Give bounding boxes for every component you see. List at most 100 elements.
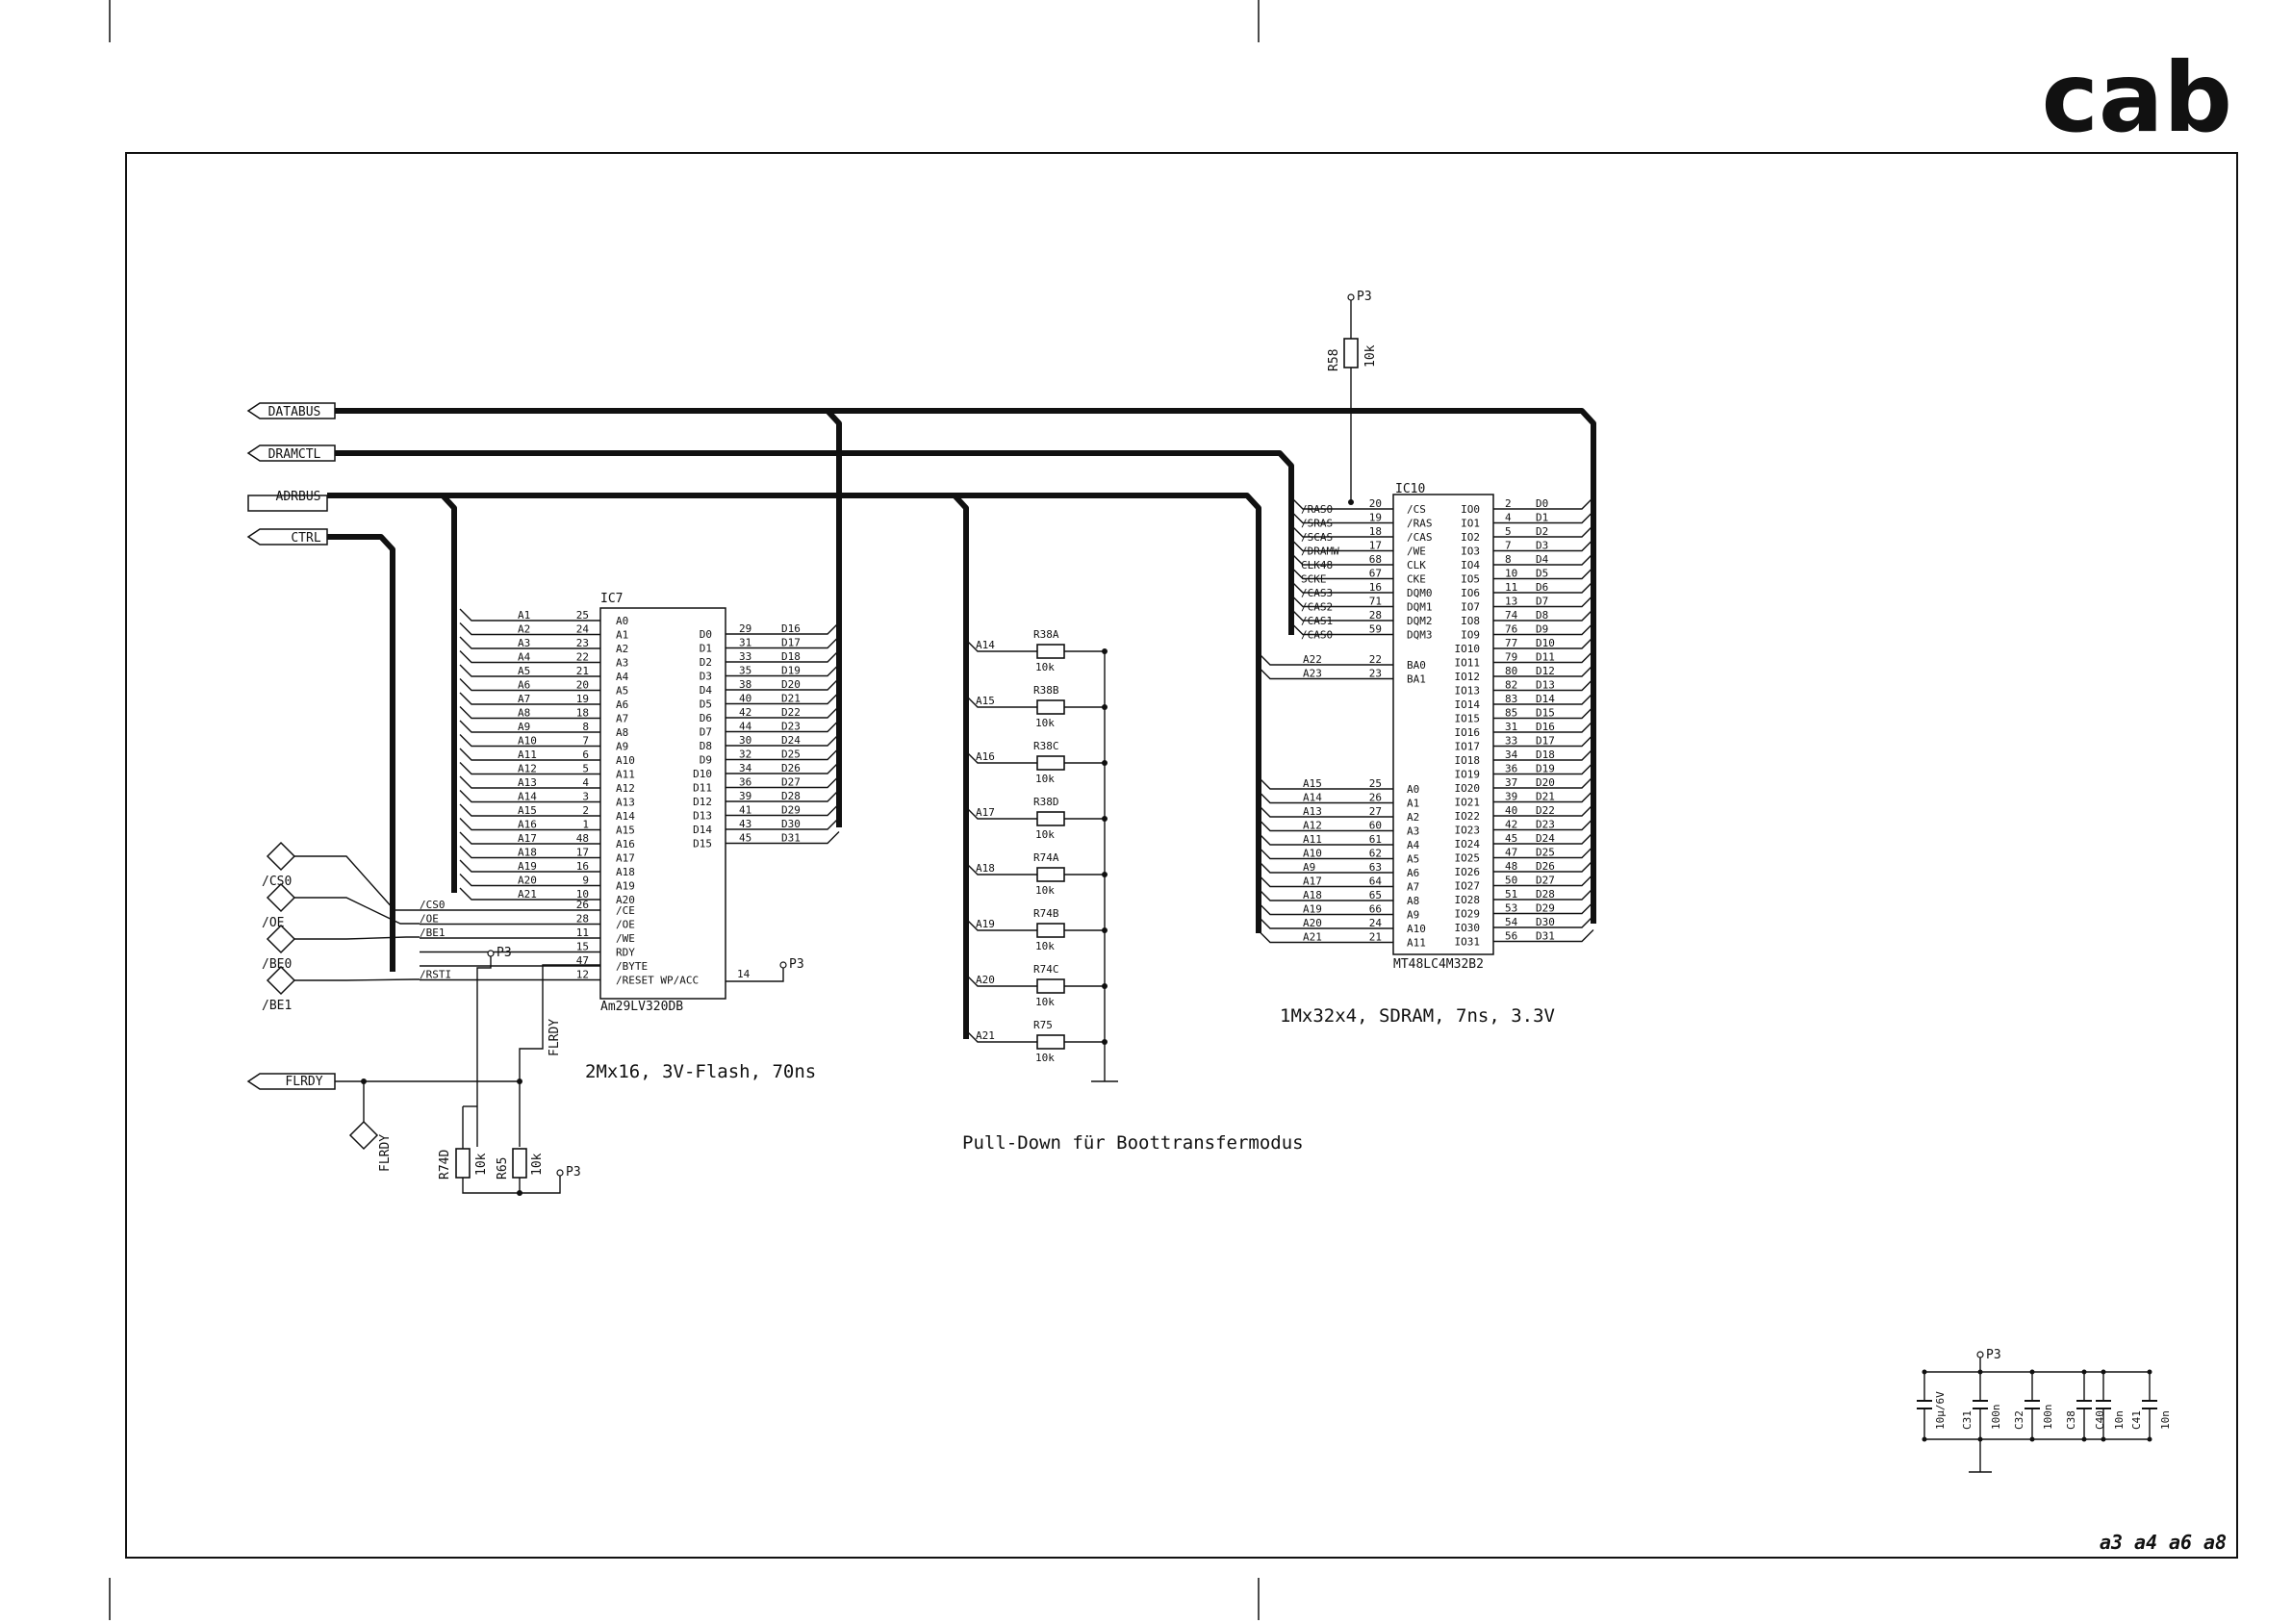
pulldown-resistor [1036,755,1065,771]
wire [726,720,840,733]
ic7-addr-net: A11 [518,749,537,761]
ic10-sdram [1392,494,1494,955]
ic10-io-net: D6 [1536,581,1548,594]
ic10-io-net: D29 [1536,902,1555,915]
pulldown-resistor [1036,644,1065,659]
ic7-addr-net: A19 [518,860,537,873]
pulldown-net: A14 [976,639,995,651]
wire [459,720,600,733]
ic7-addr-pin-name: A18 [616,866,635,878]
wire [1493,748,1594,761]
ic10-part: MT48LC4M32B2 [1393,957,1484,972]
ic10-addr-net: A9 [1303,861,1315,874]
ic10-io-pin-num: 76 [1505,623,1517,636]
wire [726,748,840,761]
ic10-io-pin-name: IO14 [1455,698,1481,711]
wire [459,608,600,622]
wire [1258,860,1393,874]
ic10-io-net: D11 [1536,651,1555,664]
ic7-data-pin-num: 43 [739,818,751,830]
ic10-addr-pin-name: A0 [1407,783,1419,796]
ic7-ctrl-pin-name: /RESET WP/ACC [616,975,699,987]
ic7-data-pin-name: D15 [693,838,712,850]
ic7-addr-pin-num: 16 [576,860,589,873]
ic10-io-pin-name: IO16 [1455,726,1481,739]
ic7-addr-net: A17 [518,832,537,845]
ic10-ctrl-pin-name: /RAS [1407,518,1433,530]
ic7-data-net: D25 [781,749,801,761]
wire [965,862,1037,875]
ic7-data-pin-num: 44 [739,721,752,733]
ic10-io-pin-name: IO9 [1461,629,1480,642]
ic10-io-net: D18 [1536,749,1555,761]
ic10-io-pin-name: IO28 [1455,894,1481,906]
ic7-addr-pin-name: A12 [616,782,635,795]
ic7-addr-pin-name: A14 [616,810,635,823]
port-dramctl: DRAMCTL [268,447,321,462]
ic10-io-net: D16 [1536,721,1555,733]
pulldown-network: A14R38A10kA15R38B10kA16R38C10kA17R38D10k… [965,628,1118,1082]
revision-marks: a3 a4 a6 a8 [2100,1531,2227,1554]
wire [459,734,600,748]
ic7-addr-pin-name: A9 [616,741,628,753]
ic10-io-net: D10 [1536,637,1555,649]
wire [1493,859,1594,873]
ic7-data-pin-name: D5 [700,698,712,711]
flrdy-diamond-label: FLRDY [378,1134,393,1172]
ic7-data-net: D31 [781,832,801,845]
wire [1493,496,1594,510]
ic7-addr-pin-name: A13 [616,797,635,809]
wire [459,678,600,692]
capacitor-ref: C31 [1961,1410,1974,1430]
ic7-ctrl-pin-num: 28 [576,913,589,926]
ic10-io-net: D23 [1536,819,1555,831]
ic10-io-pin-num: 11 [1505,581,1517,594]
ic7-data-pin-name: D7 [700,726,712,739]
ic7-addr-pin-num: 24 [576,623,590,636]
pulldown-ref: R74B [1033,907,1059,920]
wire [294,978,420,981]
flrdy-network: FLRDY FLRDY P3 P3 R74D 10k R65 10k [335,946,600,1196]
pulldown-resistor [1036,1034,1065,1050]
wire [1258,776,1393,790]
wire [459,692,600,705]
ic7-addr-pin-name: A11 [616,769,635,781]
ic7-addr-net: A7 [518,693,530,705]
wire [1258,847,1393,860]
ic7-addr-pin-name: A19 [616,880,635,893]
wire [1493,929,1594,943]
junction [2147,1369,2152,1375]
ic10-io-pin-name: IO27 [1455,880,1481,893]
ic10-io-pin-name: IO25 [1455,852,1481,865]
wire [1493,567,1594,580]
ic10-addr-net: A20 [1303,917,1322,929]
ic10-io-net: D8 [1536,609,1548,622]
ic7-addr-pin-name: A8 [616,726,628,739]
ic10-io-net: D13 [1536,679,1555,692]
ic7-addr-pin-name: A1 [616,629,628,642]
wire [1258,819,1393,832]
junction [2081,1369,2087,1375]
ic10-io-pin-num: 34 [1505,749,1518,761]
wire [965,1029,1037,1043]
wire [1258,832,1393,846]
ic7-addr-pin-num: 20 [576,679,589,692]
ic10-ctrl-pin-name: CKE [1407,573,1426,586]
wire [459,664,600,677]
ic10-ctrl-pin-num: 71 [1369,596,1382,608]
wire [726,649,840,663]
ic10-io-net: D17 [1536,735,1555,748]
ic10-io-pin-num: 36 [1505,763,1517,775]
ic10-io-pin-num: 45 [1505,832,1517,845]
ic7-data-pin-num: 40 [739,693,751,705]
control-input-label: /BE0 [262,957,292,972]
ic10-io-pin-num: 2 [1505,497,1512,510]
ic10-addr-pin-num: 65 [1369,889,1382,901]
ic7-addr-net: A5 [518,665,530,677]
wire [726,733,840,747]
ic7-data-pin-num: 34 [739,762,752,774]
ic10-ctrl-pin-num: 17 [1369,540,1382,552]
